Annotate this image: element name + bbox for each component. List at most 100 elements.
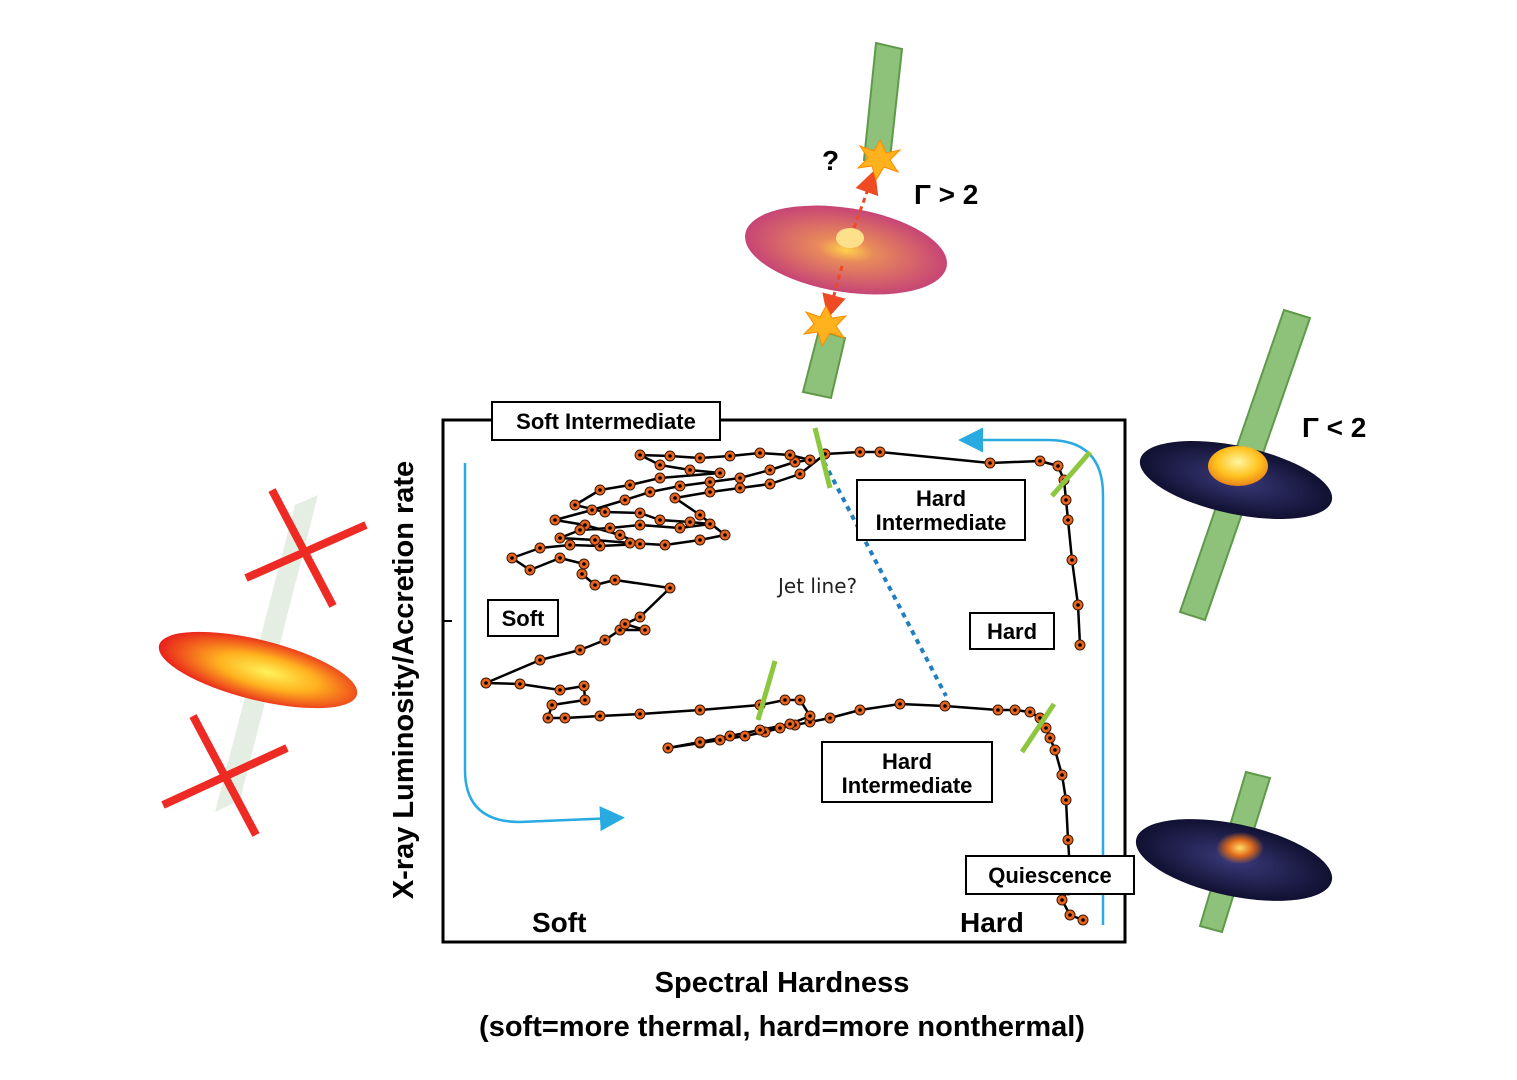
- jet-line-label: Jet line?: [776, 574, 857, 598]
- corona: [1208, 446, 1268, 486]
- plot-frame: [441, 418, 1127, 944]
- track-point-center: [546, 716, 550, 720]
- track-point-center: [593, 538, 597, 542]
- track-point-center: [688, 520, 692, 524]
- track-point-center: [728, 734, 732, 738]
- track-point-center: [1076, 603, 1080, 607]
- track-point-center: [563, 716, 567, 720]
- track-point-center: [808, 458, 812, 462]
- track-point-center: [793, 460, 797, 464]
- track-point-center: [668, 454, 672, 458]
- track-point-center: [718, 738, 722, 742]
- track-point-center: [708, 490, 712, 494]
- track-point-center: [858, 708, 862, 712]
- track-point-center: [798, 472, 802, 476]
- track-point-center: [698, 456, 702, 460]
- track-point-center: [618, 628, 622, 632]
- track-point-center: [582, 562, 586, 566]
- track-point-center: [583, 698, 587, 702]
- track-point-center: [558, 536, 562, 540]
- track-point-center: [638, 615, 642, 619]
- cycle-arrow-left: [463, 463, 625, 832]
- track-point-center: [623, 622, 627, 626]
- hard-state-illustration: Γ < 2: [1139, 308, 1366, 622]
- track-point-center: [728, 454, 732, 458]
- jet-line: [822, 461, 948, 697]
- shock-knot-upper: [856, 138, 902, 182]
- track-point-center: [708, 480, 712, 484]
- track-point-center: [1013, 708, 1017, 712]
- track-point-center: [1081, 918, 1085, 922]
- svg-text:Intermediate: Intermediate: [842, 773, 973, 798]
- svg-text:Hard: Hard: [987, 619, 1037, 644]
- outburst-track: [480, 446, 1089, 926]
- svg-text:Hard: Hard: [882, 749, 932, 774]
- track-point-center: [558, 556, 562, 560]
- track-point-center: [718, 471, 722, 475]
- track-point-center: [1044, 726, 1048, 730]
- track-point-center: [808, 714, 812, 718]
- track-point-center: [708, 522, 712, 526]
- track-point-center: [603, 638, 607, 642]
- track-point-center: [828, 716, 832, 720]
- track-point-center: [688, 468, 692, 472]
- track-point-center: [648, 490, 652, 494]
- track-point-center: [582, 684, 586, 688]
- hot-disk: [158, 631, 358, 709]
- state-hard: Hard: [969, 612, 1055, 650]
- track-point-center: [698, 538, 702, 542]
- track-point-center: [598, 714, 602, 718]
- quiescence-illustration: [1135, 770, 1333, 934]
- soft-state-disk-illustration: [158, 488, 368, 837]
- track-point-center: [528, 568, 532, 572]
- track-point-center: [510, 556, 514, 560]
- transition-marker: [1050, 450, 1092, 498]
- track-point-center: [1078, 643, 1082, 647]
- track-point-center: [988, 461, 992, 465]
- x-axis-sublabel: (soft=more thermal, hard=more nonthermal…: [479, 1011, 1085, 1043]
- track-point-center: [590, 508, 594, 512]
- track-point-center: [638, 712, 642, 716]
- gamma-high-label: Γ > 2: [914, 179, 978, 210]
- track-point-center: [698, 708, 702, 712]
- svg-text:Hard: Hard: [916, 486, 966, 511]
- corner-hard-label: Hard: [960, 907, 1024, 938]
- track-point-center: [668, 586, 672, 590]
- track-point-center: [623, 498, 627, 502]
- track-point-center: [768, 468, 772, 472]
- pink-disk: [745, 205, 947, 295]
- track-point-center: [858, 450, 862, 454]
- no-jet-cross-bottom: [161, 714, 289, 837]
- shock-knot-lower: [802, 304, 848, 348]
- track-point-center: [658, 518, 662, 522]
- track-point-center: [1060, 898, 1064, 902]
- track-point-center: [538, 546, 542, 550]
- svg-text:Intermediate: Intermediate: [876, 510, 1007, 535]
- track-point-center: [1066, 838, 1070, 842]
- track-point-center: [768, 482, 772, 486]
- question-mark: ?: [822, 145, 839, 176]
- track-point-center: [1066, 518, 1070, 522]
- track-point-center: [638, 453, 642, 457]
- track-point-center: [783, 698, 787, 702]
- corner-soft-label: Soft: [532, 907, 586, 938]
- track-point-center: [738, 486, 742, 490]
- track-point-center: [593, 583, 597, 587]
- state-quiescence: Quiescence: [965, 855, 1135, 895]
- track-point-center: [538, 658, 542, 662]
- track-point-center: [1056, 464, 1060, 468]
- track-point-center: [598, 544, 602, 548]
- track-point-center: [758, 451, 762, 455]
- transition-marker: [1019, 702, 1057, 754]
- track-point-center: [723, 533, 727, 537]
- track-point-center: [658, 476, 662, 480]
- svg-text:Soft Intermediate: Soft Intermediate: [516, 409, 696, 434]
- track-point-center: [743, 734, 747, 738]
- track-point-center: [898, 702, 902, 706]
- track-point-center: [1060, 773, 1064, 777]
- gamma-low-label: Γ < 2: [1302, 412, 1366, 443]
- svg-text:Soft: Soft: [502, 606, 545, 631]
- track-point-center: [638, 511, 642, 515]
- faint-core: [1216, 832, 1264, 864]
